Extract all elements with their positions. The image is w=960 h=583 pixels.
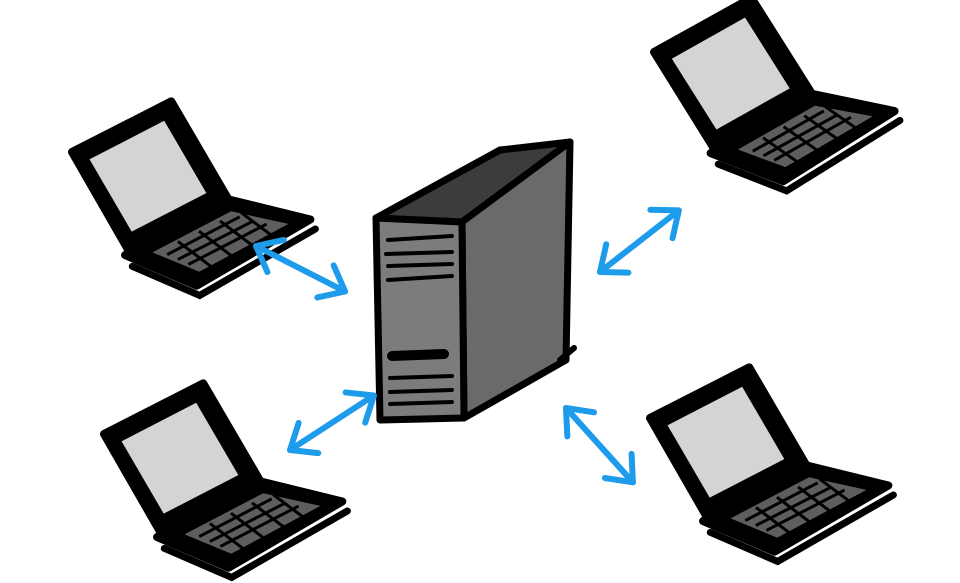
arrow-bottom-right-connection xyxy=(553,396,647,494)
arrow-top-right-connection xyxy=(589,196,690,286)
laptop-bottom-right-icon xyxy=(646,354,899,573)
arrow-top-left-connection xyxy=(248,230,353,307)
laptop-bottom-left-icon xyxy=(100,370,353,583)
laptop-top-right-icon xyxy=(648,0,907,206)
server-icon xyxy=(372,138,577,424)
arrow-bottom-left-connection xyxy=(280,380,383,465)
laptop-top-left-icon xyxy=(68,88,321,307)
